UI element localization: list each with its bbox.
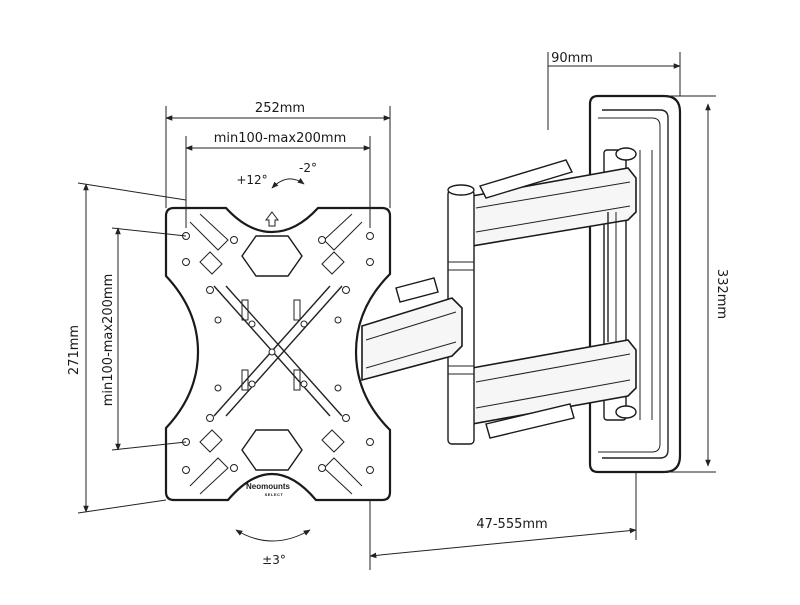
- wall-plate: [588, 94, 682, 474]
- tilt-up-label: +12°: [236, 173, 267, 187]
- bracket-height-label: 332mm: [714, 269, 729, 319]
- brand-logo-text: Neomounts: [246, 482, 291, 491]
- rotation-arrow: [235, 529, 311, 542]
- tv-plate: Neomounts SELECT: [164, 206, 392, 502]
- tilt-arrow: [271, 177, 305, 189]
- brand-logo-subtext: SELECT: [265, 492, 284, 497]
- plate-height-label: 271mm: [67, 325, 82, 375]
- lower-arm: [361, 277, 463, 382]
- upper-arm: [471, 159, 637, 439]
- extension-label: 47-555mm: [476, 517, 547, 532]
- tilt-down-label: -2°: [299, 161, 317, 175]
- rotation-label: ±3°: [262, 553, 286, 567]
- dimension-lines: [77, 52, 716, 570]
- depth-label: 90mm: [551, 51, 593, 66]
- vesa-horizontal-label: min100-max200mm: [214, 131, 346, 146]
- plate-width-label: 252mm: [255, 101, 305, 116]
- vesa-vertical-label: min100-max200mm: [101, 274, 116, 406]
